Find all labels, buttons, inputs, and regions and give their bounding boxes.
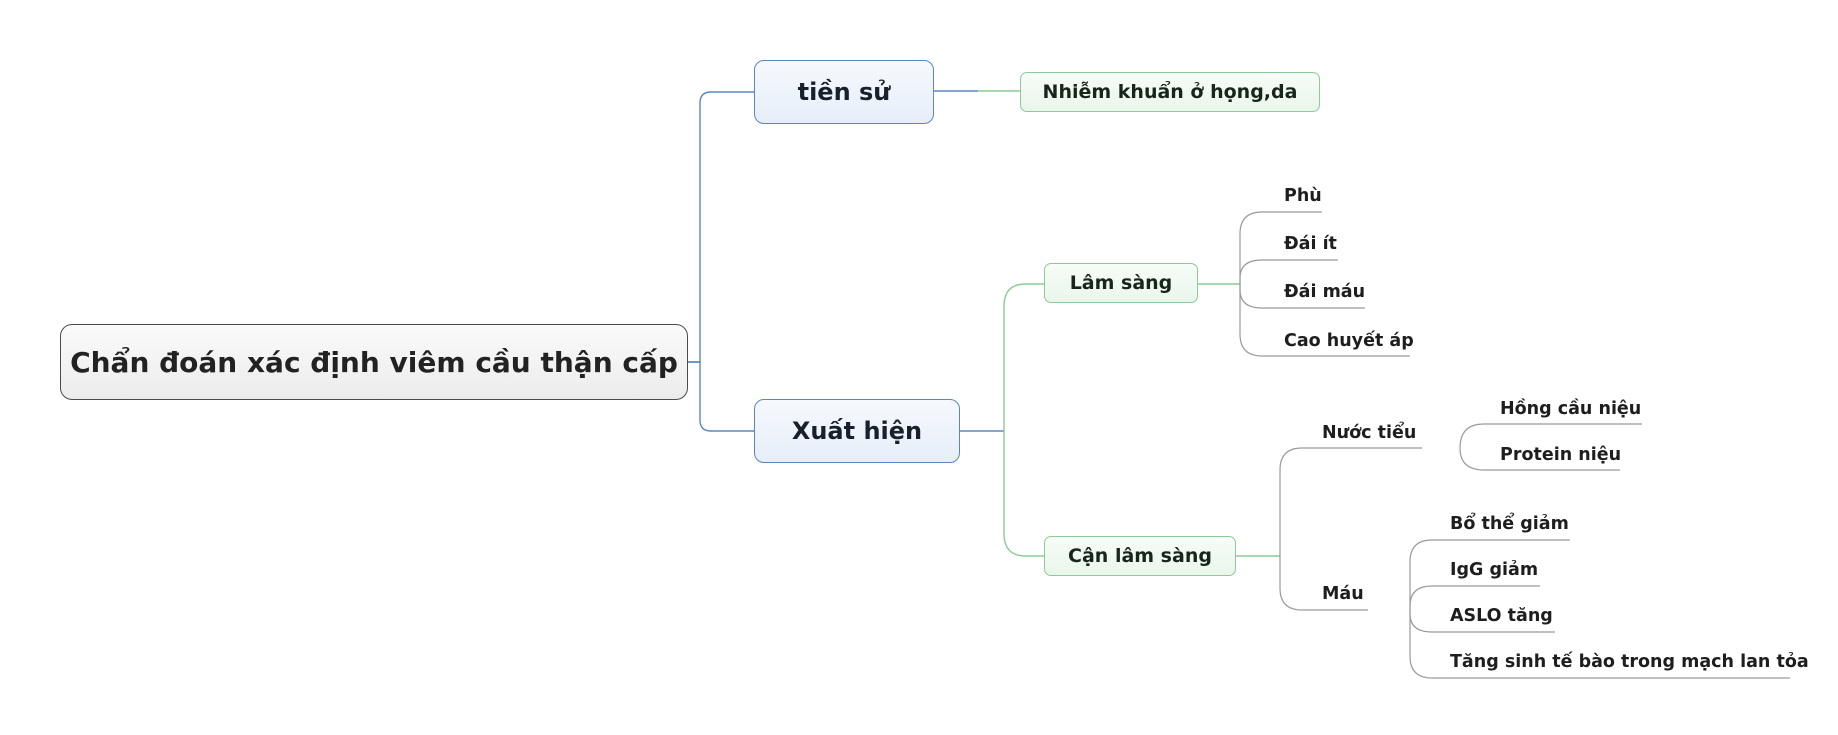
topic-tien-su-label: tiền sử [797, 78, 891, 106]
leaf-igg-giam[interactable]: IgG giảm [1450, 560, 1539, 580]
topic-nhiem-khuan[interactable]: Nhiễm khuẩn ở họng,da [1020, 72, 1320, 112]
topic-xuat-hien-label: Xuất hiện [791, 417, 923, 445]
topic-lam-sang-label: Lâm sàng [1069, 272, 1173, 294]
leaf-protein-nieu[interactable]: Protein niệu [1500, 445, 1622, 465]
root-topic[interactable]: Chẩn đoán xác định viêm cầu thận cấp [60, 324, 688, 400]
leaf-bo-the-giam[interactable]: Bổ thể giảm [1450, 514, 1569, 534]
link-xuat-hien-can-lam-sang [1003, 431, 1044, 557]
topic-nhiem-khuan-label: Nhiễm khuẩn ở họng,da [1042, 81, 1298, 103]
link-root-tien-su [688, 91, 754, 363]
topic-tien-su[interactable]: tiền sử [754, 60, 934, 124]
leaf-dai-it[interactable]: Đái ít [1284, 234, 1337, 254]
link-root-xuat-hien [688, 361, 754, 432]
topic-mau[interactable]: Máu [1322, 584, 1364, 604]
link-can-lam-sang-mau [1279, 556, 1368, 611]
link-xuat-hien-lam-sang [1003, 283, 1044, 431]
link-mau-tang-sinh [1409, 610, 1790, 679]
leaf-cao-huyet-ap[interactable]: Cao huyết áp [1284, 331, 1414, 351]
topic-xuat-hien[interactable]: Xuất hiện [754, 399, 960, 463]
leaf-phu[interactable]: Phù [1284, 186, 1322, 206]
leaf-dai-mau[interactable]: Đái máu [1284, 282, 1366, 302]
topic-nuoc-tieu[interactable]: Nước tiểu [1322, 423, 1417, 443]
topic-can-lam-sang[interactable]: Cận lâm sàng [1044, 536, 1236, 576]
link-lam-sang-dai-it [1239, 259, 1338, 284]
topic-can-lam-sang-label: Cận lâm sàng [1068, 545, 1212, 567]
root-topic-label: Chẩn đoán xác định viêm cầu thận cấp [70, 345, 678, 379]
link-can-lam-sang-nuoc-tieu [1279, 447, 1422, 556]
leaf-aslo-tang[interactable]: ASLO tăng [1450, 606, 1553, 626]
topic-lam-sang[interactable]: Lâm sàng [1044, 263, 1198, 303]
leaf-tang-sinh-te-bao[interactable]: Tăng sinh tế bào trong mạch lan tỏa [1450, 652, 1809, 672]
link-nuoc-tieu-hong-cau [1459, 423, 1642, 449]
link-lam-sang-cao-huyet-ap [1239, 284, 1410, 357]
link-lam-sang-phu [1239, 211, 1322, 284]
link-mau-bo-the [1409, 539, 1570, 610]
leaf-hong-cau-nieu[interactable]: Hồng cầu niệu [1500, 399, 1642, 419]
link-mau-igg [1409, 585, 1540, 610]
link-nuoc-tieu-protein [1459, 447, 1620, 471]
